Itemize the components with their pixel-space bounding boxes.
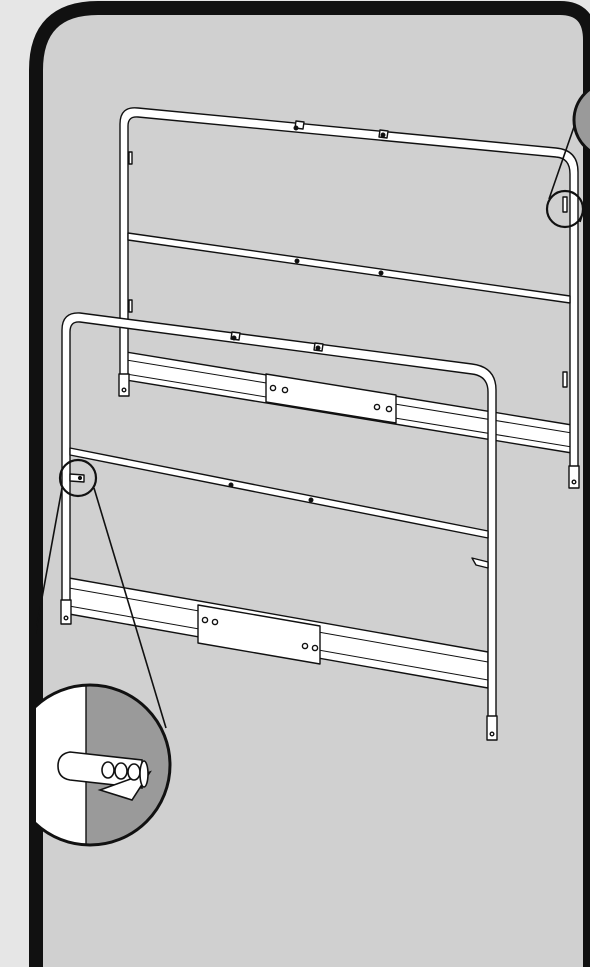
rear-gate-frame — [118, 107, 580, 489]
rear-foot-left — [118, 373, 130, 397]
rear-splice-plate — [265, 373, 397, 424]
rear-middle-bar — [127, 232, 571, 304]
detail-callout-latch — [545, 80, 590, 229]
front-middle-bar — [69, 447, 489, 539]
front-gate-frame — [60, 312, 498, 741]
front-foot-right — [486, 715, 498, 741]
front-right-latch — [471, 557, 489, 569]
panel-background — [29, 0, 590, 967]
front-foot-left — [60, 599, 72, 625]
front-splice-plate — [197, 604, 321, 665]
detail-callout-pin — [36, 458, 172, 847]
rear-foot-right — [568, 465, 580, 489]
pin-icon — [57, 751, 152, 801]
